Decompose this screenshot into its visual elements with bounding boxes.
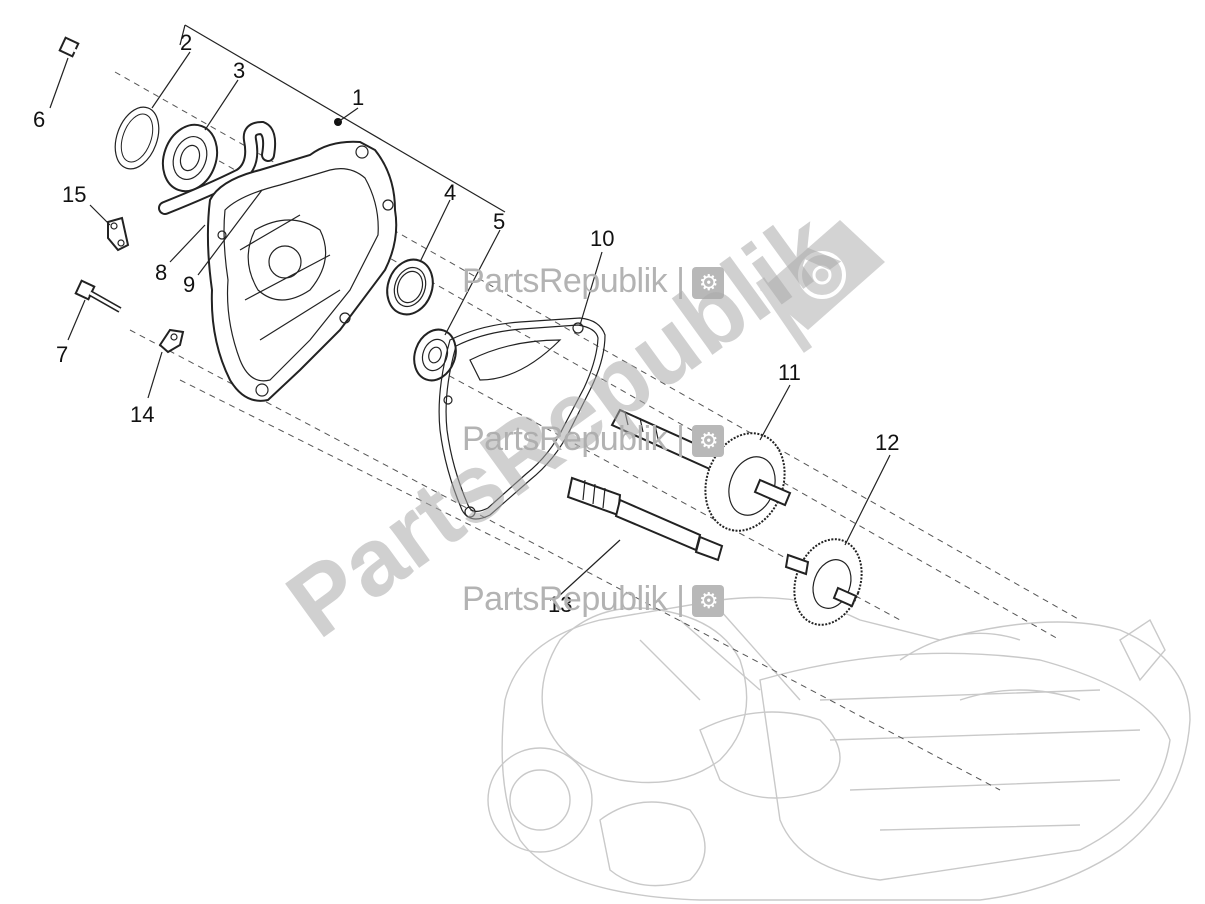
callout-13: 13	[548, 592, 572, 617]
circlip-part-2	[114, 106, 160, 170]
callout-10: 10	[590, 226, 614, 251]
leader-lines	[49, 51, 891, 596]
gasket-part-10	[438, 317, 606, 520]
gear-icon: ⚙	[692, 425, 725, 458]
callout-15: 15	[62, 182, 86, 207]
watermark-text-top: PartsRepublik |⚙	[462, 262, 725, 301]
callout-6: 6	[33, 107, 45, 132]
pipe-part-8	[158, 120, 277, 215]
bolt-part-7	[74, 279, 122, 313]
bolt-part-6	[58, 36, 116, 74]
callout-11: 11	[778, 360, 801, 385]
gear-icon: ⚙	[692, 267, 725, 300]
seal-part-4	[386, 258, 434, 316]
engine-background	[487, 596, 1191, 901]
bearing-part-5	[413, 328, 457, 382]
gear-icon: ⚙	[692, 585, 725, 618]
bearing-part-3	[161, 123, 219, 193]
callout-4: 4	[444, 180, 456, 205]
callout-7: 7	[56, 342, 68, 367]
drive-shaft-part-13	[566, 476, 724, 562]
callout-12: 12	[875, 430, 899, 455]
callout-14: 14	[130, 402, 154, 427]
callout-1: 1	[352, 85, 364, 110]
callout-3: 3	[233, 58, 245, 83]
watermark-text-bottom: PartsRepublik |⚙	[462, 580, 725, 619]
callout-9: 9	[183, 272, 195, 297]
bracket-part-15	[107, 216, 130, 252]
callout-2: 2	[180, 30, 192, 55]
watermark-flag-icon	[755, 220, 885, 353]
callout-8: 8	[155, 260, 167, 285]
callout-5: 5	[493, 209, 505, 234]
bracket-part-14	[158, 328, 185, 354]
watermark-text-middle: PartsRepublik |⚙	[462, 420, 725, 459]
cover-part-1	[206, 118, 398, 402]
gear-part-12	[784, 538, 863, 626]
callout-labels: 1 2 3 4 5 6 7 8 9 10 11 12 13 14 15	[33, 30, 899, 617]
